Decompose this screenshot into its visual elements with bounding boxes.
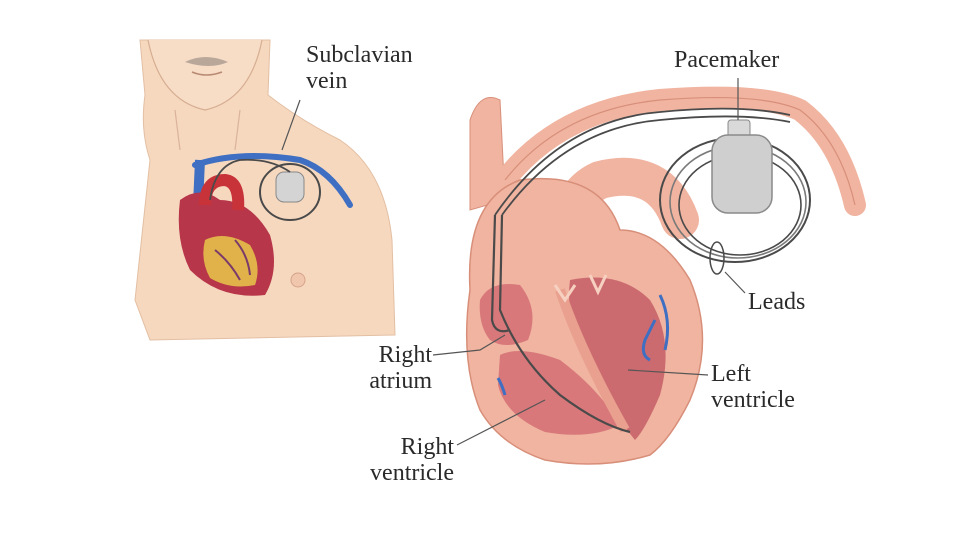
mouth	[191, 71, 223, 76]
subclavian-vein-vessel	[192, 153, 353, 208]
label-right-ventricle-line1: Right	[400, 434, 454, 460]
mustache	[185, 57, 228, 66]
left-ventricle-chamber	[569, 277, 666, 440]
heart-veins-small	[214, 239, 251, 281]
torso-lead	[209, 158, 291, 201]
coronary-veins	[641, 294, 670, 362]
leader-right-atrium	[432, 334, 506, 356]
label-leads: Leads	[748, 289, 806, 315]
valves	[553, 274, 608, 303]
lead-atrial	[490, 214, 511, 333]
leader-subclavian	[281, 99, 301, 151]
aorta	[199, 173, 245, 211]
torso-pacemaker-device	[275, 171, 305, 203]
label-pacemaker: Pacemaker	[674, 47, 780, 73]
label-subclavian-vein: Subclavian vein	[306, 42, 413, 94]
leader-left-ventricle	[627, 369, 709, 376]
leader-leads	[724, 271, 746, 294]
neck-lines	[174, 109, 241, 151]
label-subclavian-line2: vein	[306, 68, 348, 94]
lead-through-vein	[494, 107, 791, 216]
label-right-ventricle: Right ventricle	[350, 434, 454, 486]
label-right-atrium-line2: atrium	[369, 368, 432, 394]
torso-illustration	[134, 39, 396, 341]
pacemaker-device	[711, 134, 773, 214]
lead-loop-ring	[709, 241, 725, 275]
label-left-ventricle: Left ventricle	[711, 361, 795, 413]
coronary-vein-left	[496, 377, 507, 396]
septum	[555, 288, 630, 433]
leader-right-ventricle	[456, 399, 546, 446]
label-right-atrium-line1: Right	[378, 342, 432, 368]
subclavian-branch-edge	[504, 96, 856, 206]
label-left-ventricle-line1: Left	[711, 361, 751, 387]
right-atrium-chamber	[479, 284, 533, 345]
lead-ventricular	[498, 214, 631, 434]
torso-lead-loop	[259, 163, 321, 221]
label-subclavian-line1: Subclavian	[306, 42, 413, 68]
nipple	[290, 272, 306, 288]
label-right-ventricle-line2: ventricle	[370, 460, 454, 486]
heart-cross-section	[465, 86, 866, 465]
leader-lines	[281, 78, 746, 446]
heart-fat	[203, 236, 258, 287]
label-left-ventricle-line2: ventricle	[711, 387, 795, 413]
label-right-atrium: Right atrium	[352, 342, 432, 394]
